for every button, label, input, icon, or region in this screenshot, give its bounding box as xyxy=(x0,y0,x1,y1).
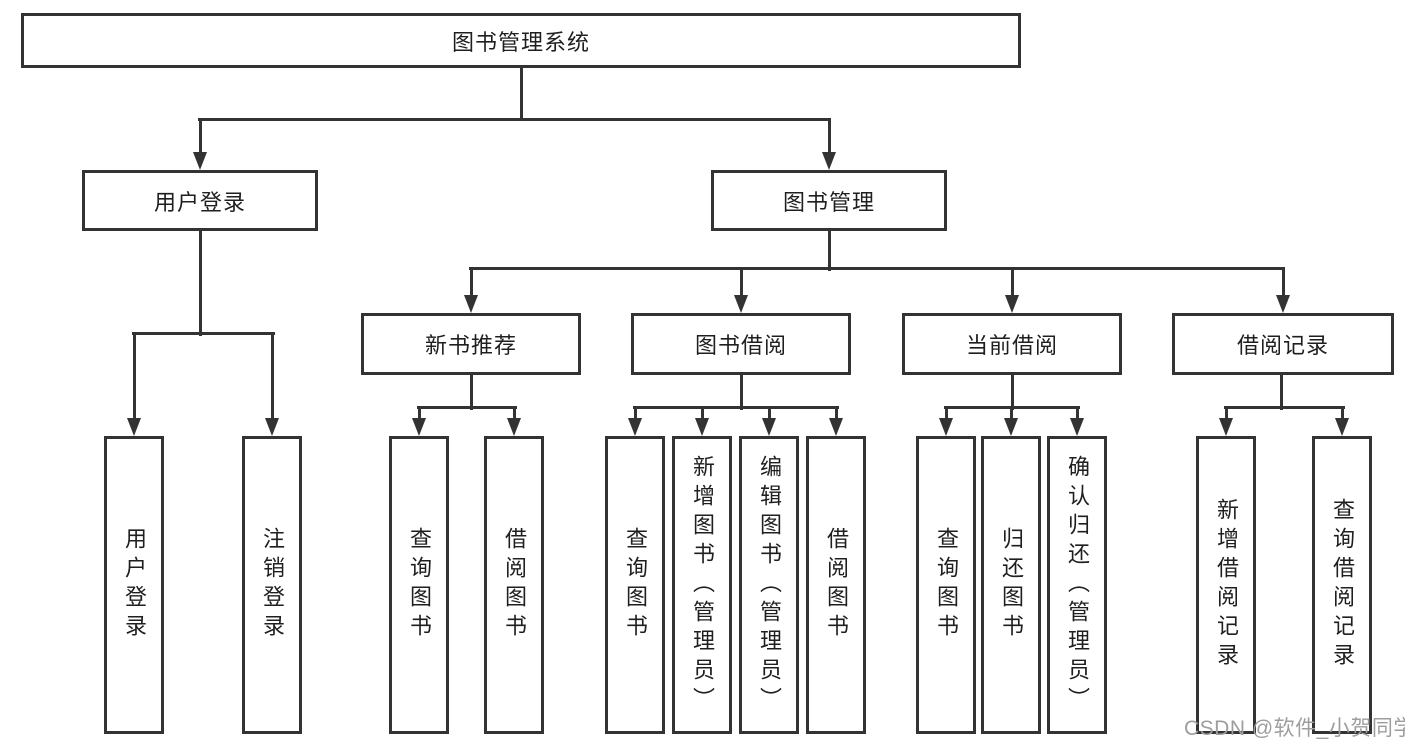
arrow-down-icon xyxy=(193,152,207,170)
node-current-borrow: 当前借阅 xyxy=(902,313,1122,375)
arrow-down-icon xyxy=(1276,295,1290,313)
node-new-book-recommend: 新书推荐 xyxy=(361,313,581,375)
connector-arrow-stem xyxy=(513,407,516,424)
node-book-management: 图书管理 xyxy=(711,170,947,231)
connector-hline xyxy=(469,267,1285,270)
connector-arrow-stem xyxy=(271,333,274,424)
arrow-down-icon xyxy=(822,152,836,170)
connector-arrow-stem xyxy=(1282,268,1285,301)
arrow-down-icon xyxy=(1335,418,1349,436)
leaf-recommend-query-books: 查询图书 xyxy=(389,436,449,734)
connector-hline xyxy=(417,406,517,409)
leaf-records-add-record: 新增借阅记录 xyxy=(1196,436,1256,734)
arrow-down-icon xyxy=(1070,418,1084,436)
arrow-down-icon xyxy=(127,418,141,436)
connector-vline xyxy=(828,231,831,271)
connector-hline xyxy=(1224,406,1345,409)
arrow-down-icon xyxy=(762,418,776,436)
connector-arrow-stem xyxy=(835,407,838,424)
connector-arrow-stem xyxy=(199,119,202,158)
leaf-current-query-books: 查询图书 xyxy=(916,436,976,734)
leaf-borrow-query-books: 查询图书 xyxy=(605,436,665,734)
connector-arrow-stem xyxy=(1076,407,1079,424)
connector-arrow-stem xyxy=(1341,407,1344,424)
connector-arrow-stem xyxy=(133,333,136,424)
arrow-down-icon xyxy=(507,418,521,436)
leaf-recommend-borrow-books: 借阅图书 xyxy=(484,436,544,734)
node-root: 图书管理系统 xyxy=(21,13,1021,68)
connector-arrow-stem xyxy=(1011,268,1014,301)
arrow-down-icon xyxy=(1004,418,1018,436)
connector-arrow-stem xyxy=(740,268,743,301)
leaf-current-confirm-return-admin: 确认归还（管理员） xyxy=(1047,436,1107,734)
connector-arrow-stem xyxy=(470,268,473,301)
arrow-down-icon xyxy=(734,295,748,313)
arrow-down-icon xyxy=(628,418,642,436)
arrow-down-icon xyxy=(695,418,709,436)
arrow-down-icon xyxy=(265,418,279,436)
leaf-borrow-add-books-admin: 新增图书（管理员） xyxy=(672,436,732,734)
node-book-borrow: 图书借阅 xyxy=(631,313,851,375)
arrow-down-icon xyxy=(412,418,426,436)
connector-arrow-stem xyxy=(1225,407,1228,424)
leaf-user-login: 用户登录 xyxy=(104,436,164,734)
connector-vline xyxy=(470,375,473,410)
connector-arrow-stem xyxy=(1010,407,1013,424)
connector-arrow-stem xyxy=(634,407,637,424)
connector-hline xyxy=(132,332,275,335)
arrow-down-icon xyxy=(829,418,843,436)
connector-vline xyxy=(199,231,202,336)
connector-vline xyxy=(520,68,523,121)
watermark: CSDN @软件_小贺同学 xyxy=(1184,717,1405,740)
connector-vline xyxy=(1011,375,1014,410)
connector-arrow-stem xyxy=(418,407,421,424)
connector-hline xyxy=(633,406,839,409)
node-borrow-records: 借阅记录 xyxy=(1172,313,1394,375)
connector-vline xyxy=(1280,375,1283,410)
connector-hline xyxy=(198,118,831,121)
leaf-borrow-borrow-books: 借阅图书 xyxy=(806,436,866,734)
connector-vline xyxy=(740,375,743,410)
arrow-down-icon xyxy=(464,295,478,313)
connector-arrow-stem xyxy=(768,407,771,424)
connector-arrow-stem xyxy=(701,407,704,424)
leaf-current-return-books: 归还图书 xyxy=(981,436,1041,734)
arrow-down-icon xyxy=(1005,295,1019,313)
node-user-login: 用户登录 xyxy=(82,170,318,231)
arrow-down-icon xyxy=(1219,418,1233,436)
connector-arrow-stem xyxy=(828,119,831,158)
leaf-borrow-edit-books-admin: 编辑图书（管理员） xyxy=(739,436,799,734)
leaf-logout: 注销登录 xyxy=(242,436,302,734)
leaf-records-query-record: 查询借阅记录 xyxy=(1312,436,1372,734)
connector-arrow-stem xyxy=(945,407,948,424)
arrow-down-icon xyxy=(939,418,953,436)
